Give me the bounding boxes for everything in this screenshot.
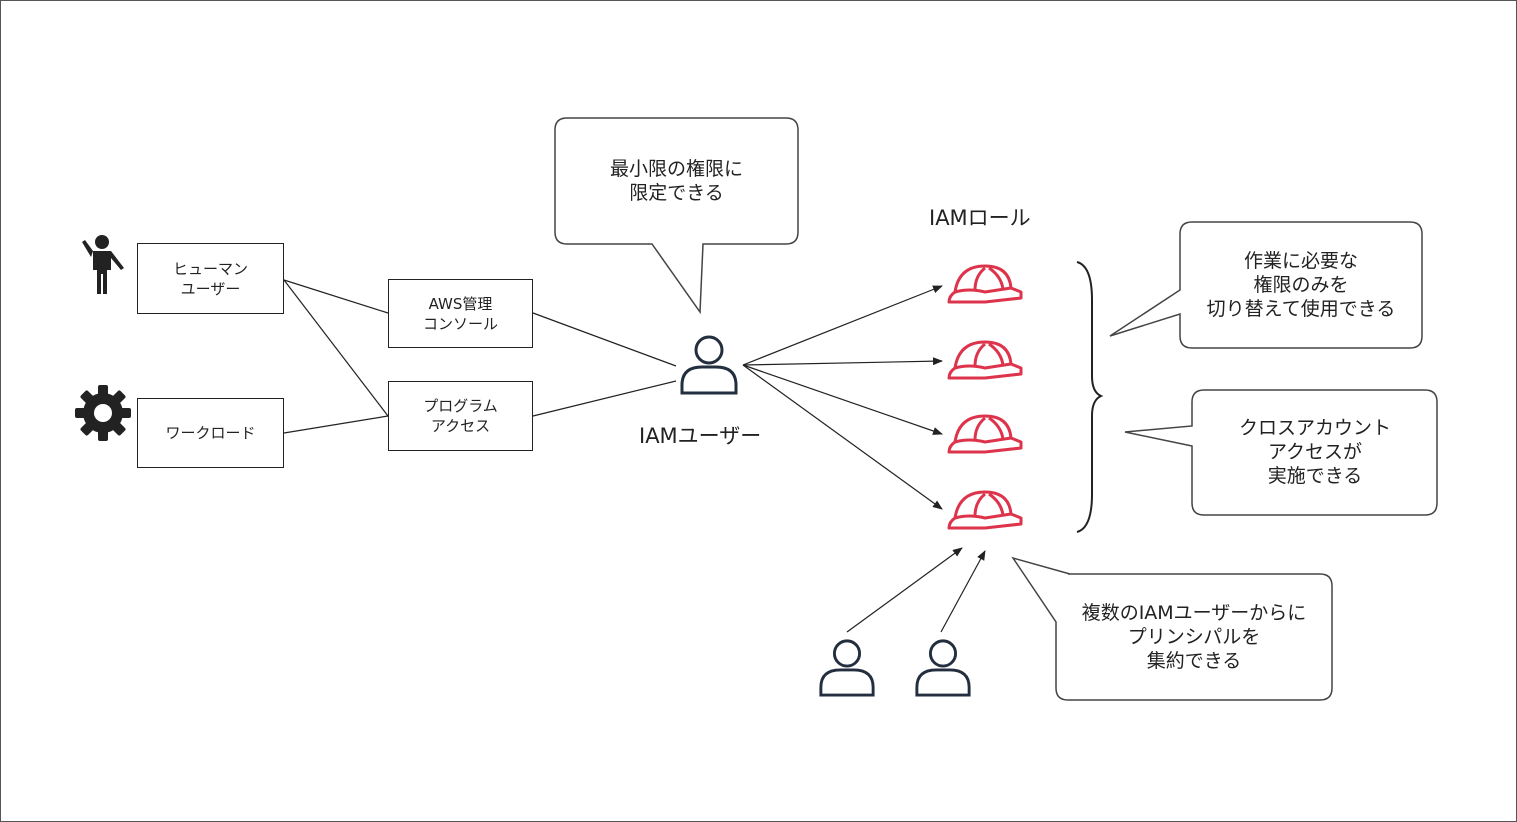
callout-bubble-cross-account: [1124, 389, 1438, 516]
arrow-user-b-to-roles: [940, 550, 986, 633]
iam-user-icon: [817, 636, 877, 698]
iam-role-helmet-icon: [945, 488, 1025, 532]
callout-bubble-switch-permissions: [1109, 221, 1423, 349]
callout-bubble-aggregate-principals: [1011, 556, 1333, 701]
iam-role-helmet-icon: [945, 412, 1025, 456]
roles-curly-brace: [1076, 261, 1104, 533]
arrow-to-role-4: [742, 364, 943, 510]
callout-aggregate-principals: 複数のIAMユーザーからに プリンシパルを 集約できる: [1081, 602, 1307, 672]
arrow-user-a-to-roles: [846, 547, 963, 633]
connector-workload-program: [283, 415, 389, 434]
aws-console-box: AWS管理 コンソール: [388, 279, 533, 348]
callout-bubble-least-privilege: [554, 117, 799, 315]
iam-role-helmet-icon: [945, 338, 1025, 382]
connector-program-iam-user: [532, 380, 677, 417]
iam-role-helmet-icon: [945, 262, 1025, 306]
arrow-to-role-3: [742, 364, 943, 435]
callout-switch-permissions: 作業に必要な 権限のみを 切り替えて使用できる: [1206, 250, 1396, 320]
callout-least-privilege: 最小限の権限に 限定できる: [609, 158, 743, 204]
gear-icon: [74, 384, 132, 442]
iam-user-icon: [678, 333, 740, 395]
programmatic-access-box: プログラム アクセス: [388, 381, 533, 451]
arrow-to-role-1: [742, 285, 943, 366]
workload-box: ワークロード: [137, 398, 284, 468]
iam-user-icon: [913, 636, 973, 698]
iam-role-label: IAMロール: [929, 206, 1031, 230]
connector-human-console: [283, 279, 389, 314]
callout-cross-account: クロスアカウント アクセスが 実施できる: [1238, 417, 1391, 487]
person-waving-icon: [80, 232, 126, 296]
connector-human-program: [283, 279, 389, 417]
iam-user-label: IAMユーザー: [639, 424, 762, 448]
human-users-box: ヒューマン ユーザー: [137, 243, 284, 314]
arrow-to-role-2: [742, 357, 943, 366]
connector-console-iam-user: [532, 312, 677, 367]
